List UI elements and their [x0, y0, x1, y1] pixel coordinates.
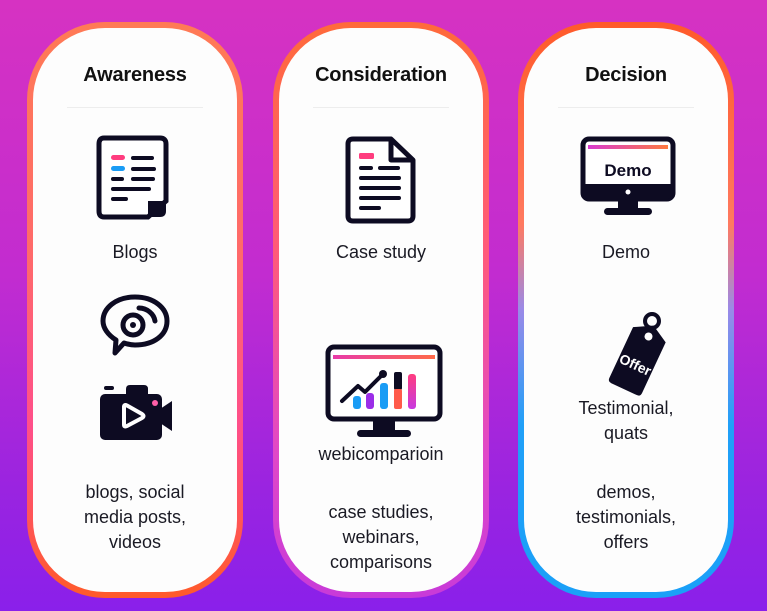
case-study-document-icon: [345, 136, 417, 224]
item-label-demo: Demo: [601, 242, 650, 262]
svg-text:Demo: Demo: [604, 161, 651, 180]
item-label-blogs: Blogs: [112, 242, 158, 262]
item-label-case-study: Case study: [335, 242, 427, 262]
testimonial-label: Testimonial, quats: [578, 398, 674, 443]
divider: [558, 107, 694, 108]
stage-title: Decision: [585, 64, 667, 86]
stage-card-decision: Decision Demo Demo: [518, 22, 734, 598]
blog-document-icon: [96, 135, 170, 221]
stage-title: Awareness: [83, 64, 187, 86]
summary-consideration: case studies, webinars, comparisons: [328, 502, 434, 572]
divider: [313, 107, 449, 108]
stage-card-consideration: Consideration Case study: [273, 22, 489, 598]
demo-monitor-icon: Demo: [580, 136, 676, 220]
stage-card-awareness: Awareness Blogs: [27, 22, 243, 598]
offer-tag-icon: Offer: [598, 308, 668, 398]
item-label-webinar-comparison: webicomparioin: [318, 444, 444, 464]
video-camera-icon: [98, 383, 174, 441]
stage-title: Consideration: [315, 64, 447, 86]
webinar-chart-monitor-icon: [325, 344, 443, 444]
divider: [67, 107, 203, 108]
summary-decision: demos, testimonials, offers: [575, 482, 677, 552]
social-chat-icon: [99, 293, 171, 357]
summary-awareness: blogs, social media posts, videos: [83, 482, 187, 552]
